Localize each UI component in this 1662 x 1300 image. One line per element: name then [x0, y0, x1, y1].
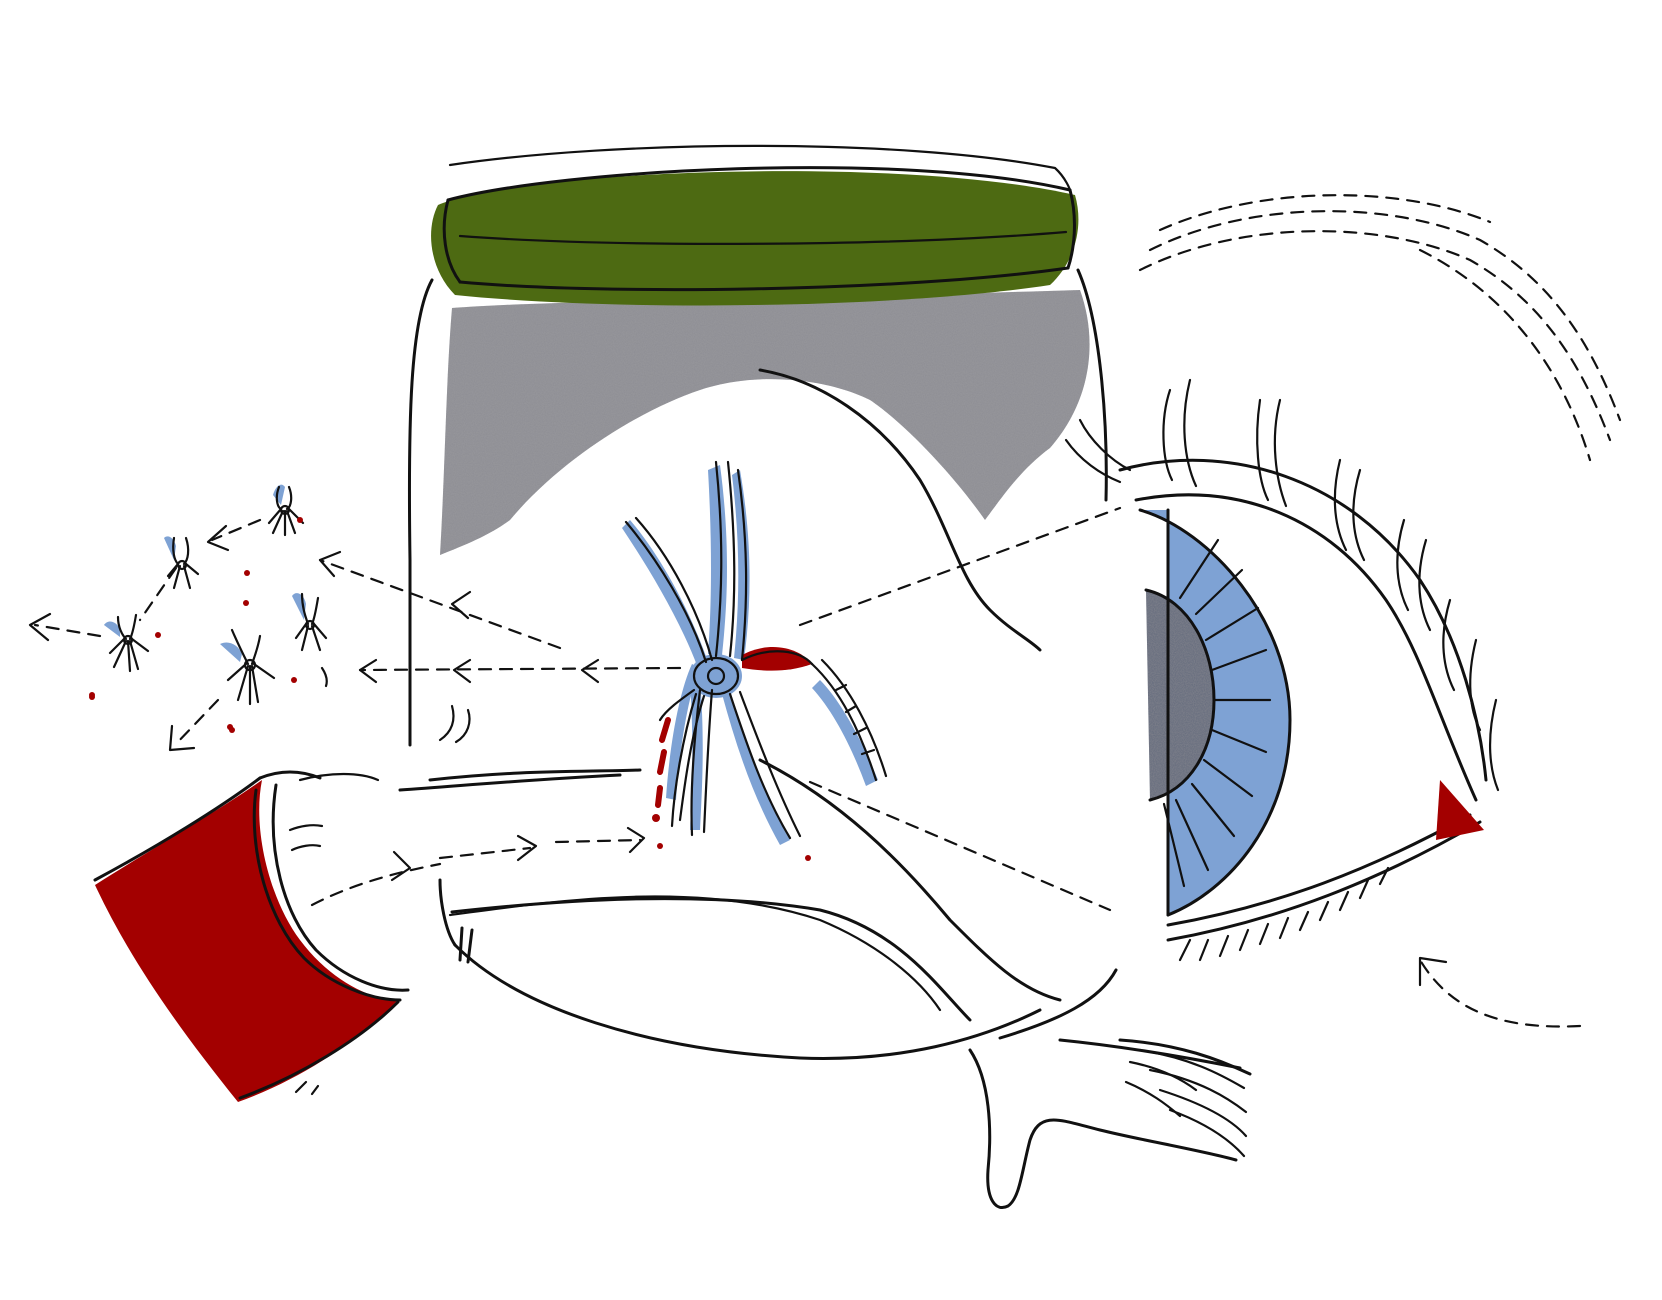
- small-mosquito-icon: [244, 484, 305, 576]
- small-mosquito-icon: [89, 613, 161, 700]
- small-mosquito-icon: [164, 536, 200, 590]
- jar-lid-icon: [431, 144, 1079, 306]
- small-mosquito-icon: [292, 592, 328, 688]
- hand-icon: [968, 1038, 1252, 1209]
- mosquito-swarm: [89, 484, 328, 733]
- sleeve-cuff-icon: [93, 770, 410, 1102]
- small-mosquito-icon: [220, 628, 297, 733]
- trajectory-arrows: [28, 506, 1582, 1028]
- arm-icon: [398, 758, 1118, 1040]
- mosquito-icon: [622, 460, 888, 861]
- eye-icon: [1064, 194, 1622, 962]
- jar-icon: [407, 268, 1108, 1060]
